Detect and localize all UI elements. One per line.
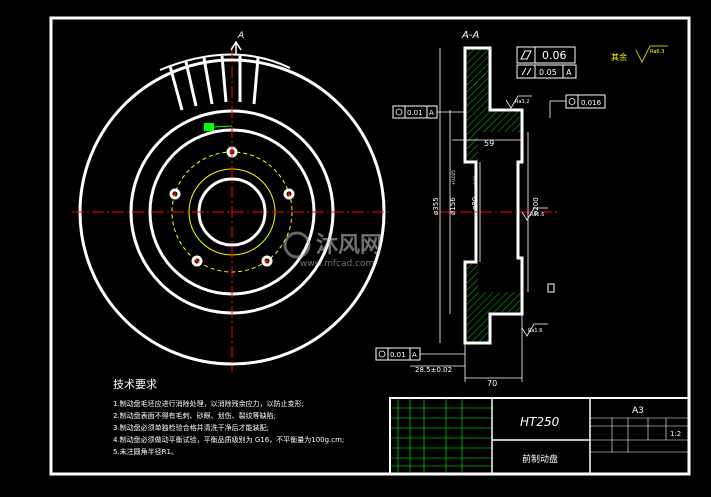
vane-cutaway-bound	[159, 53, 291, 71]
parallel-icon	[521, 67, 532, 76]
parallelism-frame: 0.05 A	[516, 64, 577, 79]
tech-req-item: 5.未注圆角半径R1。	[113, 447, 178, 456]
runout-frame-top: 0.01 A	[392, 105, 465, 119]
section-marker	[230, 40, 242, 54]
svg-text:Ra6.3: Ra6.3	[650, 49, 664, 55]
dim-d80: ø80	[471, 197, 479, 210]
tech-req-item: 2.制动盘表面不得有毛刺、砂眼、划伤、裂纹等缺陷;	[113, 411, 276, 420]
rest-surface-roughness: 其余 Ra6.3	[611, 45, 668, 63]
watermark-logo-icon	[283, 231, 311, 259]
section-title: A-A	[461, 30, 479, 41]
svg-text:0.06: 0.06	[542, 49, 567, 62]
svg-text:0.01: 0.01	[407, 109, 423, 117]
tech-req-item: 1.制动盘毛坯应进行消除处理，以消除残余应力，以防止变形;	[113, 399, 304, 408]
dim-70: 70	[487, 379, 497, 388]
outer-frame	[49, 16, 691, 476]
datum-marker	[547, 283, 555, 293]
dim-59: 59	[484, 139, 494, 148]
svg-text:A: A	[429, 109, 434, 117]
runout-icon	[378, 350, 386, 358]
scale-label: 1:2	[670, 430, 681, 438]
roughness-bottom: Ra1.6	[521, 323, 548, 337]
section-marker-letter: A	[237, 31, 244, 41]
flatness-icon	[520, 50, 532, 60]
svg-text:Ra1.6: Ra1.6	[530, 212, 544, 218]
tech-req-item: 3.制动盘必须单独检验合格并清洗干净后才能装配;	[113, 423, 269, 432]
watermark-url: www.mfcad.com	[300, 259, 374, 269]
title-block	[389, 397, 690, 475]
tech-req-item: 4.制动盘必须做动平衡试验，平衡品质级别为 G16，不平衡量为100g.cm;	[113, 435, 344, 444]
section-view: A-A 59 70 28.5±0.02 ø355 ø156 +0	[375, 30, 668, 388]
watermark: 沐风网 www.mfcad.com	[283, 231, 382, 269]
runout-icon	[568, 98, 576, 105]
svg-text:0.01: 0.01	[390, 351, 406, 359]
flatness-frame: 0.06	[516, 46, 576, 64]
vane-cutaway	[168, 55, 260, 111]
svg-text:Ra3.2: Ra3.2	[515, 99, 529, 105]
dim-d156: ø156	[449, 197, 457, 215]
section-hatch	[467, 50, 520, 341]
svg-text:其余: 其余	[611, 52, 627, 62]
dim-d156-tol: +0.025	[451, 170, 456, 185]
part-name-label: 前制动盘	[522, 453, 558, 465]
svg-text:Ra1.6: Ra1.6	[528, 328, 542, 334]
svg-text:0.016: 0.016	[581, 99, 602, 107]
dim-d80-tol: +0.02	[473, 175, 478, 188]
green-leader	[213, 125, 233, 128]
sheet-size-label: A3	[632, 406, 644, 416]
roughness-mid: Ra1.6	[521, 207, 548, 221]
roughness-top: Ra3.2	[505, 95, 532, 109]
svg-text:0.05: 0.05	[539, 68, 557, 77]
green-roughness-mark	[204, 123, 214, 131]
runout-frame-right: 0.016	[549, 94, 606, 118]
tech-req-title: 技术要求	[113, 378, 157, 391]
watermark-brand: 沐风网	[316, 233, 382, 258]
svg-text:A: A	[412, 351, 417, 359]
dim-d200: ø200	[532, 197, 540, 215]
dim-d355: ø355	[432, 197, 440, 215]
runout-frame-bottom: 0.01 A	[375, 347, 465, 361]
front-view: A	[72, 31, 392, 372]
dim-thickness: 28.5±0.02	[415, 366, 452, 374]
svg-text:A: A	[566, 68, 572, 77]
material-label: HT250	[520, 415, 560, 429]
technical-requirements: 技术要求 1.制动盘毛坯应进行消除处理，以消除残余应力，以防止变形; 2.制动盘…	[113, 378, 344, 456]
bolt-hole-centers	[173, 150, 291, 263]
dimension-lines	[410, 48, 529, 382]
runout-icon	[395, 108, 403, 116]
